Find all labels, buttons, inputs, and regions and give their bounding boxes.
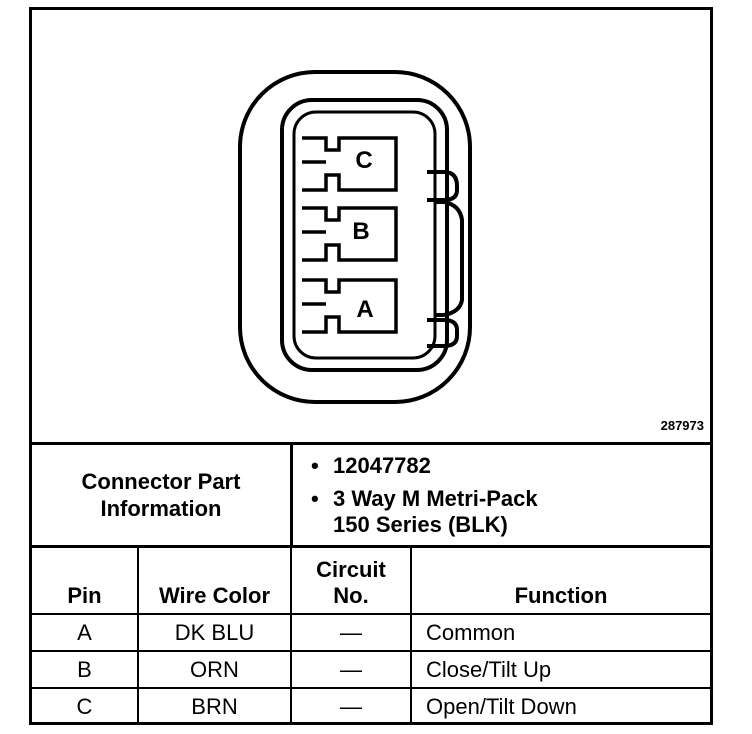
pin-label-a: A (356, 296, 373, 323)
connector-info-label: Connector Part Information (32, 445, 293, 545)
table-row: A DK BLU — Common (32, 613, 710, 652)
cell-pin: B (32, 650, 139, 689)
header-pin: Pin (32, 545, 139, 615)
connector-face-drawing: C B A (238, 70, 472, 404)
info-label-line2: Information (100, 496, 222, 521)
pin-table-header: Pin Wire Color Circuit No. Function (32, 545, 710, 615)
cell-circuit: — (290, 687, 412, 724)
cell-circuit: — (290, 613, 412, 652)
info-part-number: 12047782 (311, 453, 710, 479)
latch-top (427, 170, 459, 202)
info-series: 150 Series (BLK) (333, 512, 508, 537)
header-function: Function (410, 545, 710, 615)
cell-wire-color: ORN (137, 650, 292, 689)
connector-cavity-inner (292, 110, 437, 360)
info-label-line1: Connector Part (81, 469, 241, 494)
cell-function: Close/Tilt Up (410, 650, 710, 689)
pin-label-c: C (355, 147, 372, 174)
connector-diagram: C B A 287973 (32, 10, 710, 445)
figure-number: 287973 (660, 418, 704, 433)
cell-function: Common (410, 613, 710, 652)
header-wire-color: Wire Color (137, 545, 292, 615)
cell-wire-color: DK BLU (137, 613, 292, 652)
table-row: C BRN — Open/Tilt Down (32, 687, 710, 724)
connector-info-row: Connector Part Information 12047782 3 Wa… (32, 445, 710, 548)
table-row: B ORN — Close/Tilt Up (32, 650, 710, 689)
pin-label-b: B (352, 218, 369, 245)
cell-pin: C (32, 687, 139, 724)
pin-cavity-a (302, 278, 398, 334)
cell-circuit: — (290, 650, 412, 689)
cell-pin: A (32, 613, 139, 652)
connector-sheet: C B A 287973 Connector Part Information … (29, 7, 713, 725)
connector-cavity-outer (280, 98, 449, 372)
connector-outer-shell (238, 70, 472, 404)
latch-bottom (427, 318, 459, 348)
latch-body (435, 200, 464, 317)
cell-function: Open/Tilt Down (410, 687, 710, 724)
header-circuit: Circuit No. (290, 545, 412, 615)
pin-cavity-b (302, 206, 398, 262)
pin-table: Pin Wire Color Circuit No. Function A DK… (32, 545, 710, 724)
cell-wire-color: BRN (137, 687, 292, 724)
pin-cavity-c (302, 136, 398, 192)
